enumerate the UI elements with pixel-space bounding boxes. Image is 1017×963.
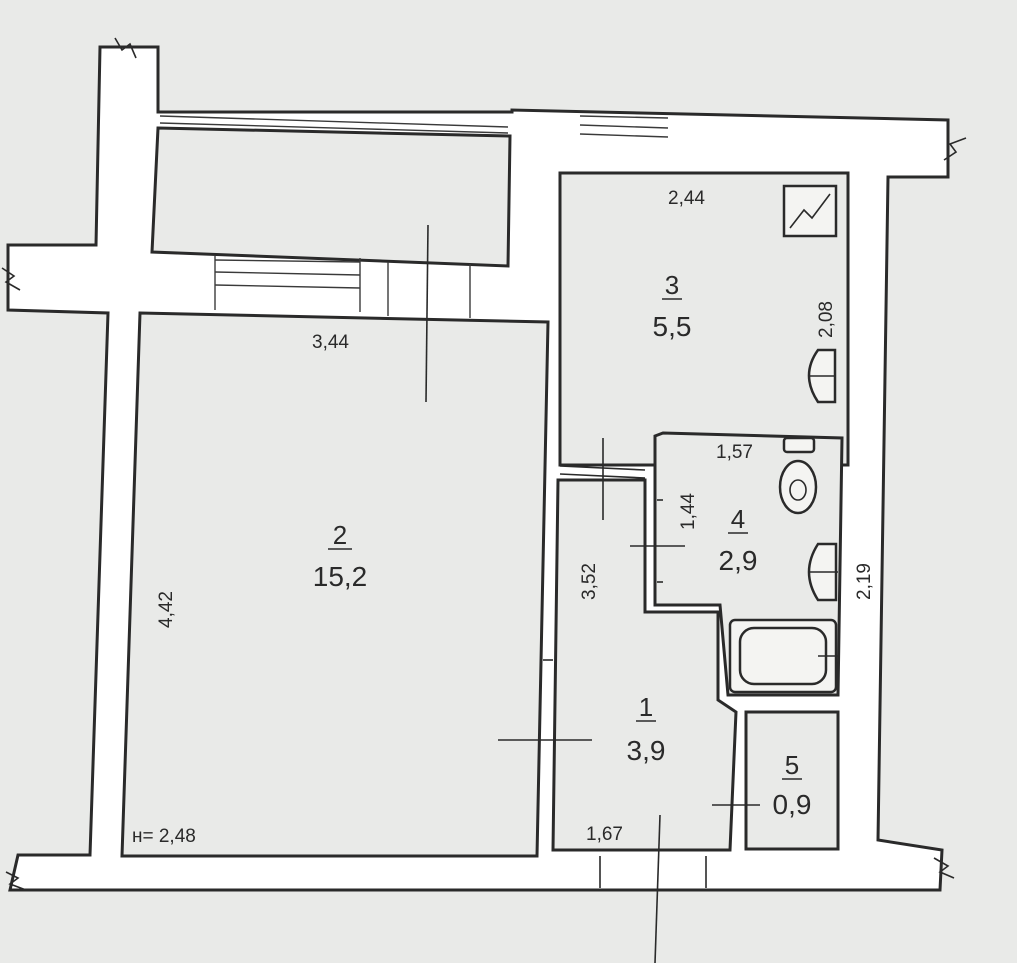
room-3-label: 3 5,5 bbox=[653, 270, 692, 342]
break-mark-left-bottom bbox=[5, 871, 27, 891]
room-2-label: 2 15,2 bbox=[313, 520, 368, 592]
break-mark-top bbox=[114, 37, 137, 59]
balcony-door bbox=[387, 262, 471, 318]
room-3-number: 3 bbox=[665, 270, 679, 300]
toilet-icon bbox=[778, 436, 818, 515]
dim-room2-width: 3,44 bbox=[312, 332, 349, 353]
axis-line-bottom bbox=[654, 814, 661, 963]
dim-ceiling-height: н= 2,48 bbox=[132, 826, 196, 847]
axis-line-living bbox=[425, 224, 429, 403]
room-1-label: 1 3,9 bbox=[627, 692, 666, 766]
dim-room2-length: 4,42 bbox=[156, 591, 177, 628]
room-5-label: 5 0,9 bbox=[773, 750, 812, 820]
room-1-area: 3,9 bbox=[627, 735, 666, 766]
balcony-rails bbox=[159, 115, 509, 134]
room-2 bbox=[120, 311, 550, 858]
bathtub-icon bbox=[728, 618, 838, 694]
room-3-area: 5,5 bbox=[653, 311, 692, 342]
dim-room4-length: 1,44 bbox=[678, 493, 699, 530]
dim-room1-width: 1,67 bbox=[586, 824, 623, 845]
room-1-number: 1 bbox=[639, 692, 653, 722]
window-living bbox=[214, 256, 361, 312]
room-2-number: 2 bbox=[333, 520, 347, 550]
room-4-area: 2,9 bbox=[719, 545, 758, 576]
break-mark-right-bottom bbox=[933, 857, 955, 879]
dim-room3-width: 2,44 bbox=[668, 188, 705, 209]
dim-room4-width: 1,57 bbox=[716, 442, 753, 463]
loggia bbox=[150, 126, 512, 268]
dim-room4-side: 2,19 bbox=[854, 563, 875, 600]
dim-room1-length: 3,52 bbox=[579, 563, 600, 600]
break-mark-right-top bbox=[943, 137, 967, 161]
washbasin-icon bbox=[807, 542, 838, 602]
room-1 bbox=[551, 478, 738, 852]
break-mark-left bbox=[1, 267, 21, 291]
stove-icon bbox=[782, 184, 838, 238]
room-4-number: 4 bbox=[731, 504, 745, 534]
kitchen-sink-icon bbox=[807, 348, 837, 404]
room-2-area: 15,2 bbox=[313, 561, 368, 592]
room-5-area: 0,9 bbox=[773, 789, 812, 820]
room-4-label: 4 2,9 bbox=[719, 504, 758, 576]
room-5-number: 5 bbox=[785, 750, 799, 780]
window-top bbox=[579, 115, 669, 138]
dim-room3-length: 2,08 bbox=[816, 301, 837, 338]
room-5 bbox=[744, 710, 840, 851]
